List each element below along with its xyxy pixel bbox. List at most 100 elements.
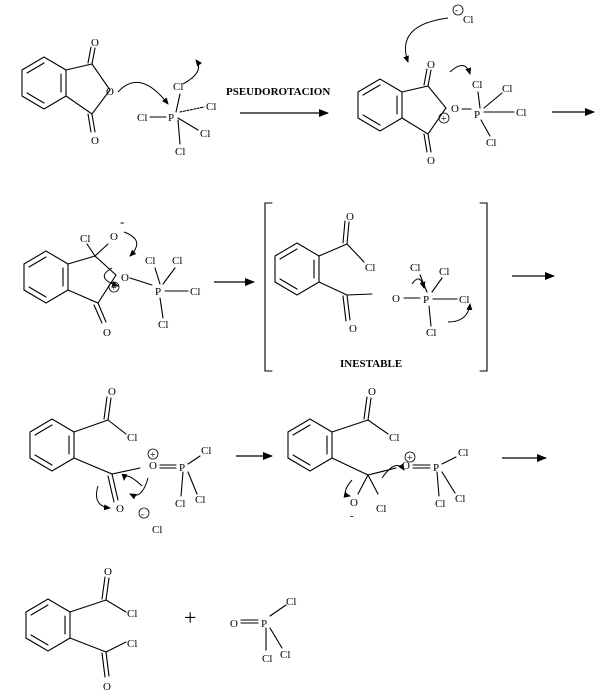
curved-arrow [403, 17, 449, 63]
o-atom: O [368, 386, 376, 398]
cl-atom: Cl [439, 266, 449, 278]
cl-atom: Cl [455, 493, 465, 505]
o-atom: O [149, 460, 157, 472]
o-atom: O [427, 155, 435, 167]
o-atom: O [116, 503, 124, 515]
pcl5-molecule: P Cl Cl Cl Cl Cl [137, 81, 216, 158]
cl-atom: Cl [206, 101, 216, 113]
pocl3-molecule: O P Cl Cl Cl [230, 596, 296, 665]
curved-arrow [343, 479, 353, 498]
chloro-alkoxide-intermediate: O Cl O - Cl O + P Cl Cl Cl [287, 386, 468, 522]
o-atom: O [121, 272, 129, 284]
cl-atom: Cl [516, 107, 526, 119]
o-atom: O [106, 86, 114, 98]
curved-arrow [447, 303, 473, 323]
curved-arrow [103, 267, 119, 287]
cl-atom: Cl [158, 319, 168, 331]
o-atom: O [91, 37, 99, 49]
cl-atom: Cl [426, 327, 436, 339]
o-atom: O [402, 460, 410, 472]
o-atom: O [451, 103, 459, 115]
cl-atom: Cl [201, 445, 211, 457]
unstable-label: INESTABLE [340, 358, 402, 370]
activated-anhydride: O O O + P Cl Cl Cl Cl [357, 59, 526, 167]
cl-atom: Cl [280, 649, 290, 661]
minus-charge: - [455, 5, 458, 15]
phthaloyl-chloride: O Cl O Cl [25, 566, 137, 693]
curved-arrow [411, 278, 426, 289]
curved-arrow [129, 477, 149, 500]
cl-atom: Cl [80, 233, 90, 245]
cl-atom: Cl [435, 498, 445, 510]
o-atom: O [104, 566, 112, 578]
cl-atom: Cl [152, 524, 162, 536]
cl-atom: Cl [458, 447, 468, 459]
o-atom: O [346, 211, 354, 223]
cl-atom: Cl [262, 653, 272, 665]
cl-atom: Cl [127, 608, 137, 620]
p-atom: P [261, 618, 267, 630]
cl-atom: Cl [486, 137, 496, 149]
curved-arrow [449, 65, 472, 75]
curved-arrow [121, 473, 143, 487]
cl-atom: Cl [286, 596, 296, 608]
chloride-ion: - Cl [452, 4, 473, 26]
o-atom: O [91, 135, 99, 147]
phthalic-anhydride: O O O [21, 37, 114, 147]
plus-charge: + [407, 453, 413, 464]
curved-arrow [117, 82, 169, 105]
o-atom: O [103, 681, 111, 693]
p-atom: P [168, 112, 174, 124]
p-atom: P [155, 286, 161, 298]
cl-atom: Cl [502, 83, 512, 95]
cl-atom: Cl [200, 128, 210, 140]
curved-arrow [381, 463, 405, 479]
cl-atom: Cl [145, 255, 155, 267]
cl-atom: Cl [459, 294, 469, 306]
cl-atom: Cl [127, 638, 137, 650]
p-atom: P [423, 294, 429, 306]
o-atom: O [108, 386, 116, 398]
cl-atom: Cl [376, 503, 386, 515]
minus-charge: - [350, 510, 354, 522]
right-bracket [479, 202, 488, 372]
cl-atom: Cl [472, 79, 482, 91]
acyl-oxyphosphonium: O Cl O O + P Cl Cl Cl - Cl [29, 386, 211, 536]
plus-charge: + [441, 114, 447, 125]
o-atom: O [427, 59, 435, 71]
cl-atom: Cl [127, 432, 137, 444]
cl-atom: Cl [137, 112, 147, 124]
o-atom: O [230, 618, 238, 630]
tetrahedral-intermediate: Cl O - O + O P Cl Cl Cl Cl [23, 214, 200, 339]
cl-atom: Cl [365, 262, 375, 274]
pseudorotation-label: PSEUDOROTACION [226, 86, 330, 98]
o-atom: O [392, 293, 400, 305]
minus-charge: - [120, 214, 124, 229]
p-atom: P [433, 462, 439, 474]
plus-sign: + [184, 605, 196, 630]
cl-atom: Cl [175, 498, 185, 510]
minus-charge: - [141, 509, 144, 519]
cl-atom: Cl [463, 14, 473, 26]
cl-atom: Cl [190, 286, 200, 298]
p-atom: P [474, 109, 480, 121]
cl-atom: Cl [175, 146, 185, 158]
curved-arrow [182, 59, 202, 85]
curved-arrow [96, 485, 111, 511]
cl-atom: Cl [410, 262, 420, 274]
cl-atom: Cl [195, 494, 205, 506]
curved-arrow [123, 231, 138, 257]
cl-atom: Cl [389, 432, 399, 444]
cl-atom: Cl [172, 255, 182, 267]
p-atom: P [179, 462, 185, 474]
cl-atom: Cl [173, 81, 183, 93]
plus-charge: + [111, 283, 117, 294]
plus-charge: + [150, 450, 156, 461]
left-bracket [264, 202, 273, 372]
unstable-intermediate: O Cl O O P Cl Cl Cl Cl [274, 211, 469, 339]
o-atom: O [110, 231, 118, 243]
o-atom: O [349, 323, 357, 335]
o-atom: O [350, 497, 358, 509]
o-atom: O [103, 327, 111, 339]
